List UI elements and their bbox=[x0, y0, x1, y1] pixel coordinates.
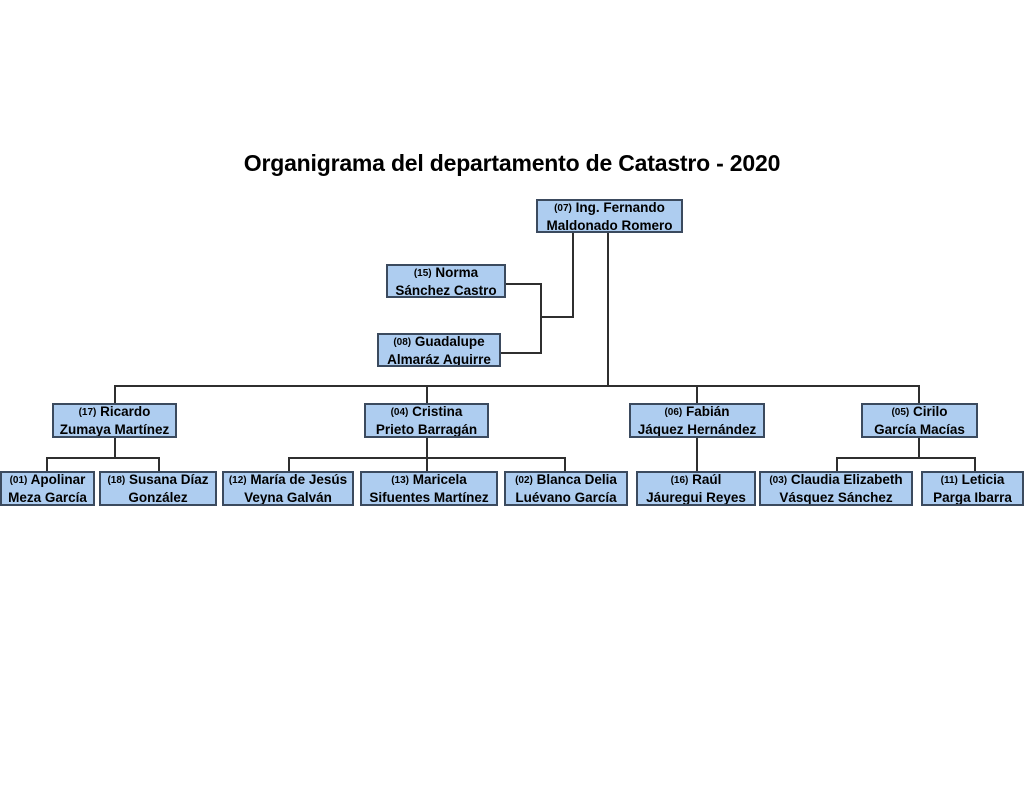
connector-norma-to-spine bbox=[506, 283, 542, 285]
connector-guadalupe-to-spine bbox=[501, 352, 542, 354]
node-raul-jauregui-reyes[interactable]: (16) Raúl Jáuregui Reyes bbox=[636, 471, 756, 506]
node-line2: Veyna Galván bbox=[244, 490, 332, 505]
connector-drop-susana bbox=[158, 457, 160, 471]
page-title: Organigrama del departamento de Catastro… bbox=[243, 150, 781, 176]
node-code: (16) bbox=[670, 475, 689, 486]
node-line1: (15) Norma bbox=[413, 264, 479, 280]
connector-root-staff-drop bbox=[572, 232, 574, 318]
node-line2: Jáquez Hernández bbox=[637, 422, 757, 437]
connector-drop-cirilo bbox=[918, 385, 920, 403]
connector-drop-cristina bbox=[426, 385, 428, 403]
connector-staff-spine bbox=[540, 283, 542, 353]
node-maria-de-jesus-veyna-galvan[interactable]: (12) María de Jesús Veyna Galván bbox=[222, 471, 354, 506]
node-code: (03) bbox=[769, 475, 788, 486]
node-line1: (11) Leticia bbox=[940, 472, 1005, 487]
node-line2: Prieto Barragán bbox=[375, 422, 478, 437]
node-code: (18) bbox=[107, 475, 126, 486]
node-code: (02) bbox=[515, 475, 533, 486]
node-code: (01) bbox=[9, 475, 28, 486]
connector-drop-maria bbox=[288, 457, 290, 471]
node-ricardo-zumaya-martinez[interactable]: (17) Ricardo Zumaya Martínez bbox=[52, 403, 177, 438]
node-line1: (06) Fabián bbox=[664, 404, 730, 419]
node-line1: (04) Cristina bbox=[390, 404, 463, 419]
node-code: (07) bbox=[554, 202, 572, 214]
node-code: (17) bbox=[78, 407, 97, 418]
node-line2: Jáuregui Reyes bbox=[646, 490, 746, 505]
node-norma-sanchez-castro[interactable]: (15) Norma Sánchez Castro bbox=[386, 264, 506, 298]
connector-fabian-stem bbox=[696, 438, 698, 471]
node-line1: (17) Ricardo bbox=[78, 404, 151, 419]
node-code: (08) bbox=[393, 336, 412, 348]
node-line1: (03) Claudia Elizabeth bbox=[769, 472, 903, 487]
node-code: (05) bbox=[891, 407, 910, 418]
connector-managers-bar bbox=[115, 385, 920, 387]
node-code: (15) bbox=[413, 267, 432, 279]
node-code: (04) bbox=[390, 407, 409, 418]
node-line1: (05) Cirilo bbox=[891, 404, 948, 419]
node-line1: (18) Susana Díaz bbox=[107, 472, 209, 487]
connector-drop-ricardo bbox=[114, 385, 116, 403]
connector-ricardo-bar bbox=[46, 457, 160, 459]
node-fabian-jaquez-hernandez[interactable]: (06) Fabián Jáquez Hernández bbox=[629, 403, 765, 438]
node-line1: (01) Apolinar bbox=[9, 472, 86, 487]
node-apolinar-meza-garcia[interactable]: (01) Apolinar Meza García bbox=[0, 471, 95, 506]
node-line2: Sánchez Castro bbox=[395, 282, 497, 298]
connector-ricardo-stem bbox=[114, 438, 116, 458]
connector-drop-blanca bbox=[564, 457, 566, 471]
node-line1: (12) María de Jesús bbox=[228, 472, 348, 487]
node-blanca-delia-luevano-garcia[interactable]: (02) Blanca Delia Luévano García bbox=[504, 471, 628, 506]
node-leticia-parga-ibarra[interactable]: (11) Leticia Parga Ibarra bbox=[921, 471, 1024, 506]
node-line2: Parga Ibarra bbox=[933, 490, 1012, 505]
node-code: (12) bbox=[228, 475, 247, 486]
node-cristina-prieto-barragan[interactable]: (04) Cristina Prieto Barragán bbox=[364, 403, 489, 438]
connector-drop-fabian bbox=[696, 385, 698, 403]
node-line2: Sifuentes Martínez bbox=[369, 490, 489, 505]
node-code: (13) bbox=[391, 475, 409, 486]
node-code: (11) bbox=[940, 475, 958, 486]
node-guadalupe-almaraz-aguirre[interactable]: (08) Guadalupe Almaráz Aguirre bbox=[377, 333, 501, 367]
connector-root-main-drop bbox=[607, 232, 609, 386]
connector-staff-stub bbox=[540, 316, 574, 318]
node-line2: Vásquez Sánchez bbox=[779, 490, 893, 505]
node-maricela-sifuentes-martinez[interactable]: (13) Maricela Sifuentes Martínez bbox=[360, 471, 498, 506]
node-line1: (13) Maricela bbox=[391, 472, 467, 487]
connector-drop-leticia bbox=[974, 457, 976, 471]
node-susana-diaz-gonzalez[interactable]: (18) Susana Díaz González bbox=[99, 471, 217, 506]
node-claudia-elizabeth-vasquez-sanchez[interactable]: (03) Claudia Elizabeth Vásquez Sánchez bbox=[759, 471, 913, 506]
node-line1: (08) Guadalupe bbox=[393, 333, 485, 349]
connector-drop-maricela bbox=[426, 457, 428, 471]
node-line2: González bbox=[128, 490, 188, 505]
node-line2: Maldonado Romero bbox=[546, 217, 673, 233]
node-line2: Meza García bbox=[8, 490, 87, 505]
node-line2: Zumaya Martínez bbox=[59, 422, 170, 437]
node-line1: (16) Raúl bbox=[670, 472, 722, 487]
connector-drop-claudia bbox=[836, 457, 838, 471]
node-line2: Almaráz Aguirre bbox=[387, 351, 491, 367]
node-fernando-maldonado-romero[interactable]: (07) Ing. Fernando Maldonado Romero bbox=[536, 199, 683, 233]
node-line1: (07) Ing. Fernando bbox=[554, 199, 665, 215]
node-code: (06) bbox=[664, 407, 683, 418]
node-line2: Luévano García bbox=[515, 490, 617, 505]
connector-cirilo-stem bbox=[918, 438, 920, 458]
node-line1: (02) Blanca Delia bbox=[515, 472, 617, 487]
connector-cirilo-bar bbox=[836, 457, 976, 459]
connector-drop-apolinar bbox=[46, 457, 48, 471]
node-cirilo-garcia-macias[interactable]: (05) Cirilo García Macías bbox=[861, 403, 978, 438]
node-line2: García Macías bbox=[874, 422, 965, 437]
connector-cristina-stem bbox=[426, 438, 428, 458]
